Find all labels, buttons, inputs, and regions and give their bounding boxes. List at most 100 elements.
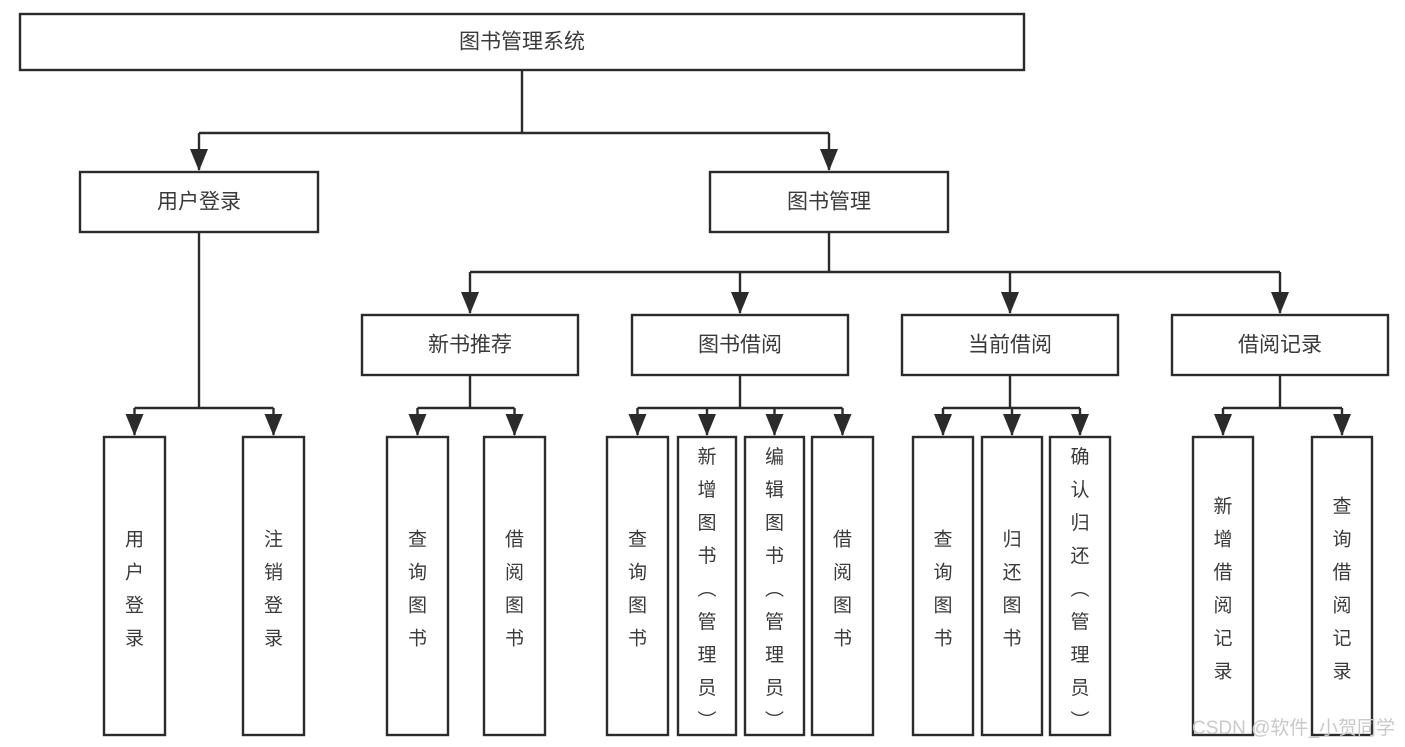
arrow-head-icon-leaf-borrow-book-2 (833, 414, 852, 436)
svg-text:书: 书 (933, 628, 952, 650)
svg-text:辑: 辑 (765, 479, 784, 501)
node-box-borrow-record[interactable] (1170, 313, 1390, 377)
svg-text:登: 登 (264, 595, 283, 617)
node-box-leaf-edit-book[interactable] (743, 435, 806, 737)
arrow-head-icon-book-borrow (731, 292, 749, 314)
node-label-borrow-record: 借阅记录 (1238, 334, 1322, 357)
arrow-head-icon-leaf-add-book (698, 414, 716, 436)
svg-text:员: 员 (697, 678, 716, 699)
node-label-user-login: 用户登录 (157, 191, 241, 214)
arrow-head-icon-new-book-recommend (461, 292, 479, 314)
node-box-leaf-query-book-1[interactable] (385, 435, 450, 737)
svg-text:归: 归 (1002, 529, 1021, 551)
csdn-watermark: CSDN @软件_小贺同学 (1192, 717, 1395, 739)
node-box-root[interactable] (18, 12, 1026, 72)
svg-text:查: 查 (933, 529, 952, 551)
svg-text:借: 借 (1332, 562, 1351, 584)
svg-text:记: 记 (1213, 628, 1232, 650)
svg-text:还: 还 (1070, 545, 1089, 567)
svg-text:录: 录 (125, 629, 144, 650)
svg-text:︵: ︵ (1070, 579, 1089, 600)
node-box-leaf-confirm-return[interactable] (1048, 435, 1112, 737)
svg-text:书: 书 (408, 628, 427, 650)
svg-text:︶: ︶ (1070, 710, 1089, 732)
arrow-head-icon-current-borrow (1001, 292, 1019, 314)
svg-text:询: 询 (1332, 529, 1351, 551)
node-box-book-manage[interactable] (708, 170, 950, 234)
node-label-book-manage: 图书管理 (787, 191, 871, 214)
arrow-head-icon-leaf-edit-book (765, 414, 784, 436)
svg-text:还: 还 (1002, 562, 1021, 584)
svg-text:记: 记 (1332, 628, 1351, 650)
node-box-user-login[interactable] (78, 170, 320, 234)
arrow-head-icon-leaf-user-login (125, 414, 144, 436)
svg-text:︵: ︵ (765, 579, 784, 600)
node-box-leaf-return-book[interactable] (980, 435, 1044, 737)
svg-text:图: 图 (505, 596, 524, 617)
arrow-head-icon-leaf-borrow-book-1 (505, 414, 524, 436)
arrow-head-icon-book-manage (820, 149, 838, 171)
node-box-leaf-logout-login[interactable] (241, 435, 306, 737)
svg-text:管: 管 (765, 611, 784, 633)
svg-text:询: 询 (628, 562, 647, 584)
svg-text:︶: ︶ (697, 710, 716, 732)
svg-text:图: 图 (408, 596, 427, 617)
svg-text:理: 理 (765, 645, 784, 666)
svg-text:阅: 阅 (1332, 595, 1351, 617)
svg-text:户: 户 (125, 562, 144, 584)
node-box-leaf-query-book-3[interactable] (911, 435, 975, 737)
svg-text:借: 借 (833, 529, 852, 551)
svg-text:录: 录 (1213, 662, 1232, 683)
svg-text:查: 查 (1332, 496, 1351, 518)
svg-text:借: 借 (1213, 562, 1232, 584)
svg-text:录: 录 (1332, 662, 1351, 683)
node-box-current-borrow[interactable] (900, 313, 1120, 377)
node-label-leaf-user-login: 用户登录 (125, 530, 144, 650)
node-box-leaf-query-book-2[interactable] (605, 435, 670, 737)
node-box-book-borrow[interactable] (630, 313, 850, 377)
svg-text:理: 理 (1070, 645, 1089, 666)
node-box-leaf-add-record[interactable] (1191, 435, 1255, 737)
svg-text:借: 借 (505, 529, 524, 551)
arrow-head-icon-leaf-query-book-1 (408, 414, 427, 436)
node-box-leaf-borrow-book-2[interactable] (810, 435, 875, 737)
svg-text:查: 查 (408, 529, 427, 551)
node-box-leaf-query-record[interactable] (1310, 435, 1374, 737)
svg-text:阅: 阅 (1213, 595, 1232, 617)
svg-text:书: 书 (505, 628, 524, 650)
svg-text:图: 图 (765, 513, 784, 534)
node-label-book-borrow: 图书借阅 (698, 334, 782, 357)
connector-lines (125, 70, 1351, 436)
arrow-head-icon-leaf-query-book-3 (934, 414, 952, 436)
node-box-leaf-add-book[interactable] (676, 435, 738, 737)
svg-text:登: 登 (125, 595, 144, 617)
svg-text:新: 新 (1213, 496, 1232, 518)
svg-text:编: 编 (765, 446, 784, 468)
svg-text:销: 销 (264, 562, 283, 584)
svg-text:书: 书 (628, 628, 647, 650)
svg-text:图: 图 (1002, 596, 1021, 617)
svg-text:图: 图 (933, 596, 952, 617)
svg-text:图: 图 (628, 596, 647, 617)
svg-text:阅: 阅 (833, 562, 852, 584)
node-boxes (18, 12, 1390, 737)
node-box-leaf-user-login[interactable] (102, 435, 167, 737)
node-box-new-book-recommend[interactable] (360, 313, 580, 377)
svg-text:员: 员 (765, 678, 784, 699)
node-box-leaf-borrow-book-1[interactable] (482, 435, 547, 737)
arrow-head-icon-leaf-logout-login (264, 414, 283, 436)
svg-text:查: 查 (628, 529, 647, 551)
arrow-head-icon-leaf-confirm-return (1071, 414, 1089, 436)
node-label-new-book-recommend: 新书推荐 (428, 334, 512, 357)
arrow-head-icon-leaf-query-book-2 (628, 414, 647, 436)
svg-text:书: 书 (1002, 628, 1021, 650)
svg-text:增: 增 (697, 479, 716, 501)
